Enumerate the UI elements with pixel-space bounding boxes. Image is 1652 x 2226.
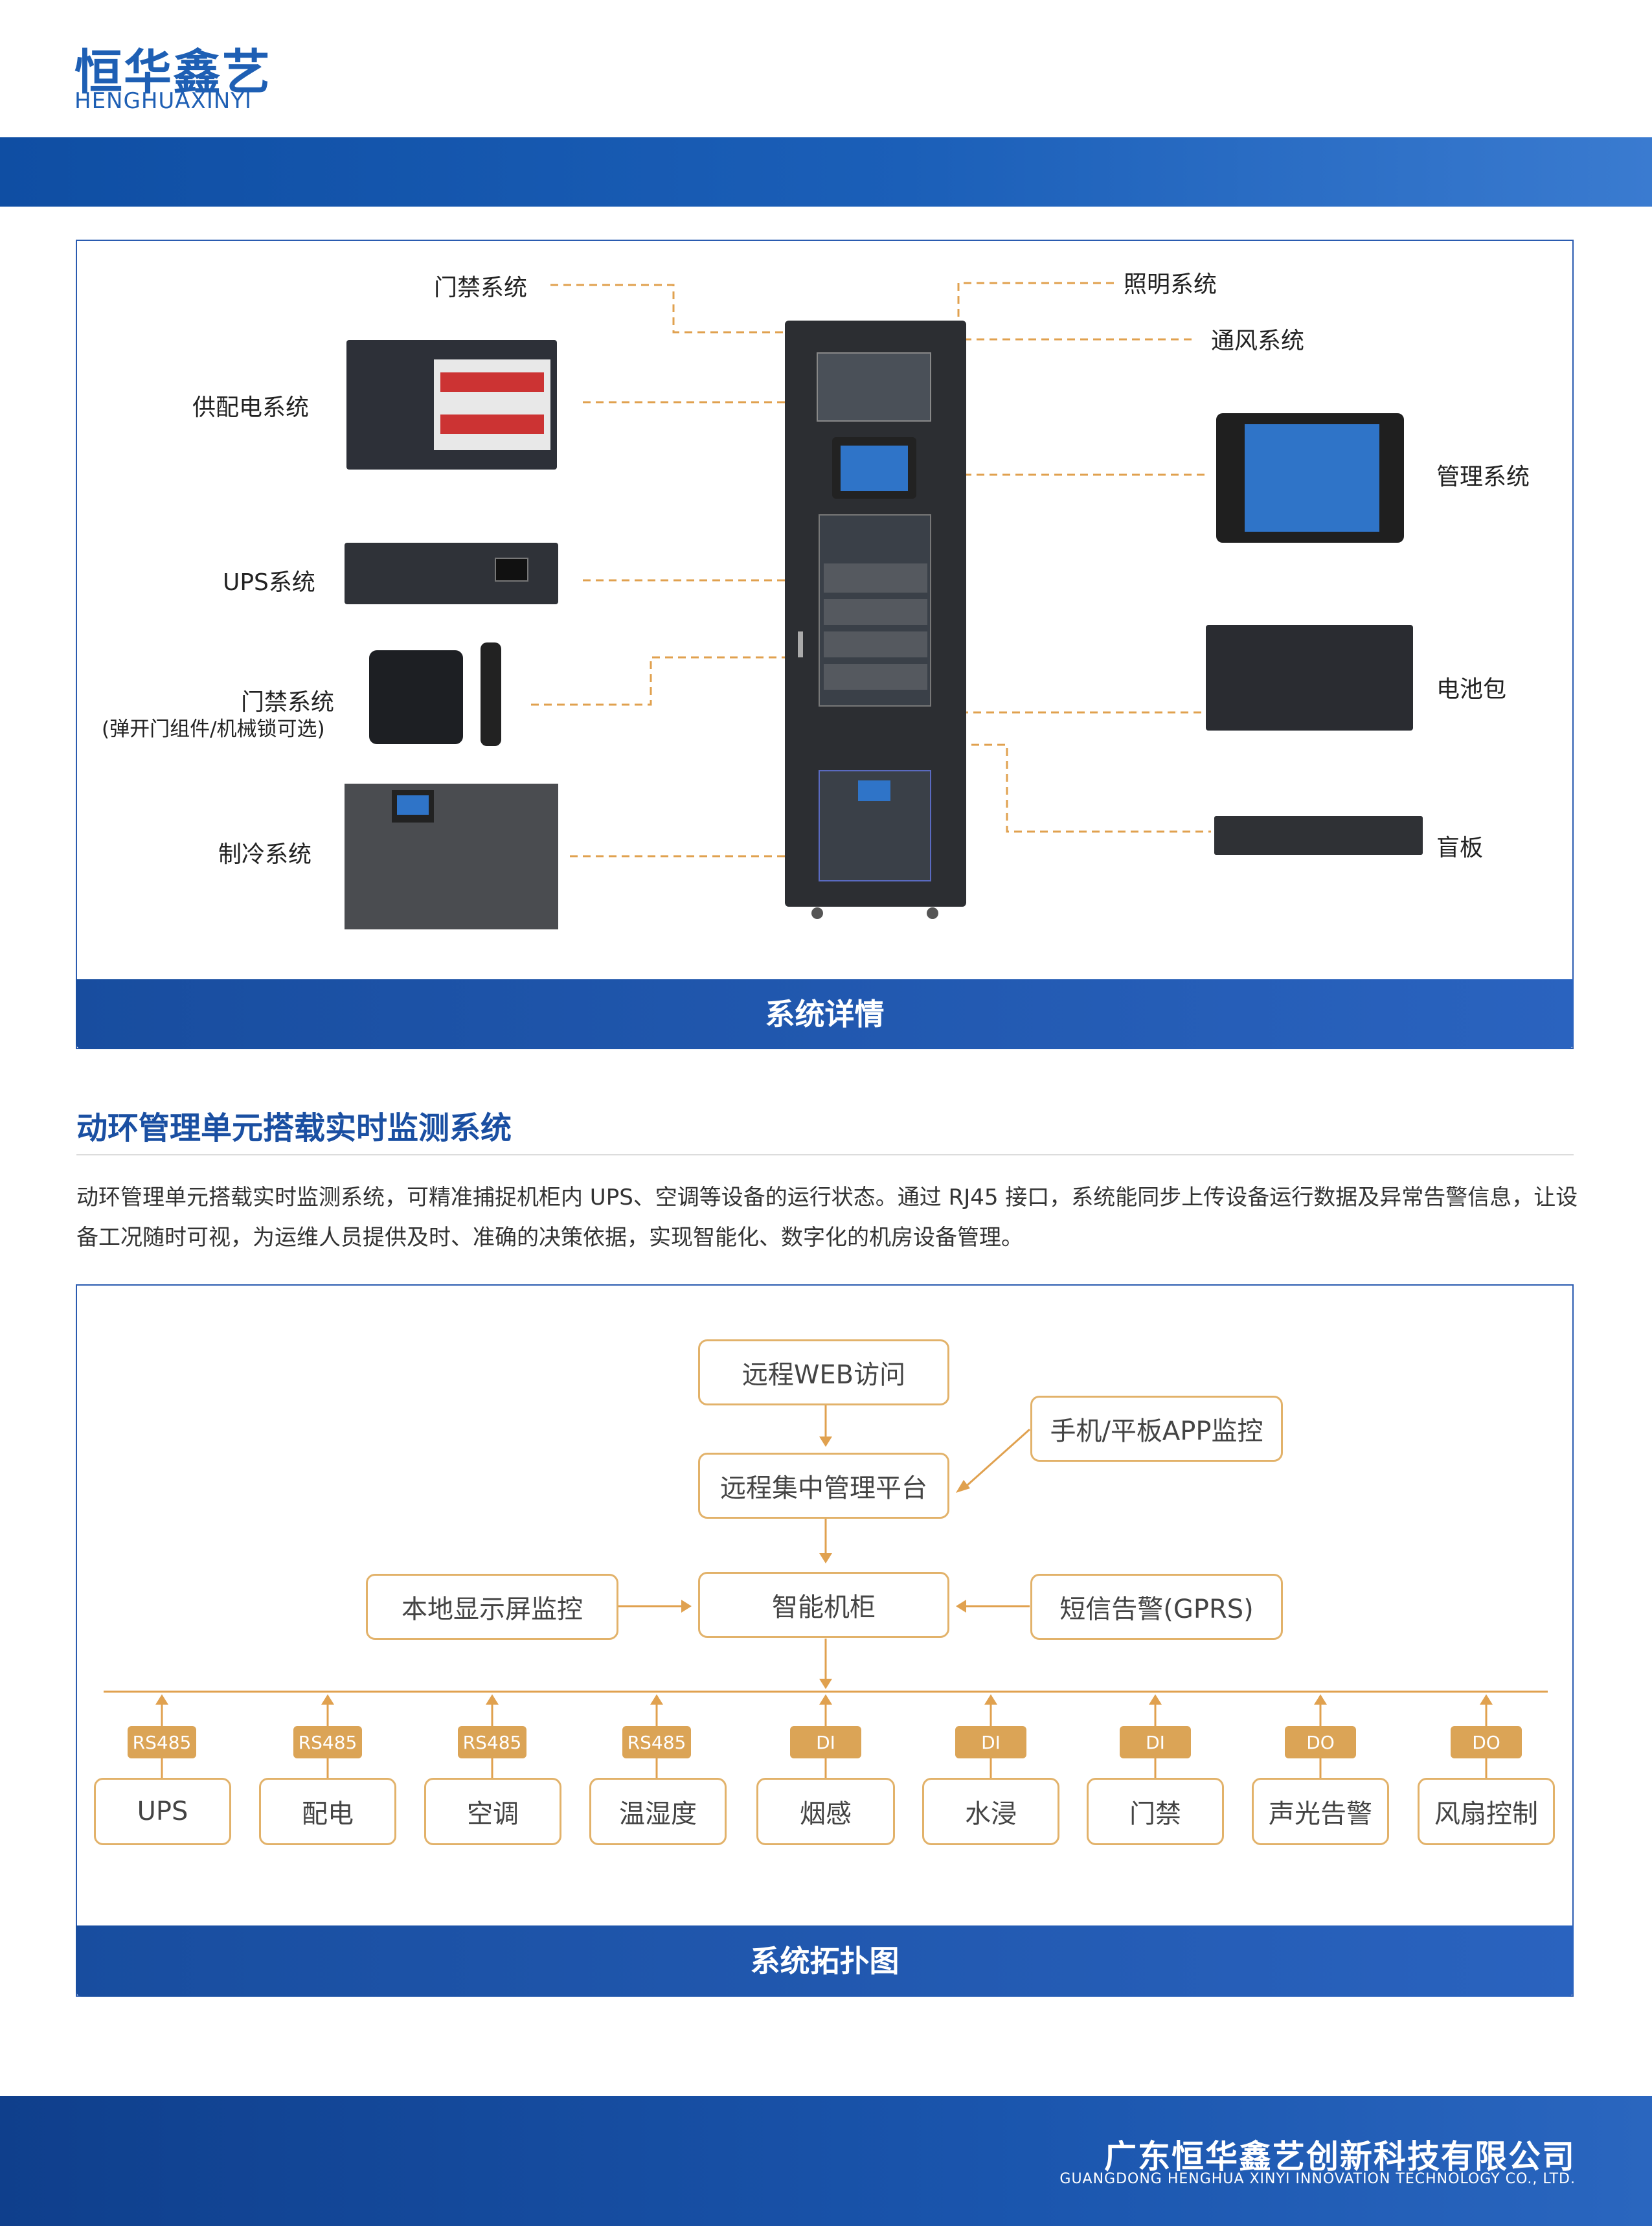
device-node: 水浸 [922, 1778, 1059, 1845]
label-blank-panel: 盲板 [1436, 835, 1484, 861]
port-tag: DO [1285, 1726, 1356, 1758]
system-detail-caption: 系统详情 [76, 979, 1574, 1049]
port-tag: RS485 [622, 1726, 691, 1758]
section-divider [76, 1154, 1574, 1155]
port-tag: RS485 [293, 1726, 362, 1758]
ups-image [345, 543, 558, 604]
access-control-image [369, 642, 501, 746]
label-power: 供配电系统 [192, 394, 310, 421]
section-title: 动环管理单元搭载实时监测系统 [76, 1110, 512, 1146]
section-body: 动环管理单元搭载实时监测系统，可精准捕捉机柜内 UPS、空调等设备的运行状态。通… [76, 1185, 1578, 1251]
device-node: 空调 [424, 1778, 561, 1845]
node-remote-web: 远程WEB访问 [698, 1339, 949, 1405]
management-screen-image [1216, 413, 1404, 543]
logo-cn: 恒华鑫艺 [74, 45, 271, 100]
label-lighting: 照明系统 [1124, 271, 1217, 298]
device-node: 配电 [259, 1778, 396, 1845]
label-ups: UPS系统 [223, 569, 315, 596]
device-node: 声光告警 [1252, 1778, 1389, 1845]
label-access: 门禁系统 [241, 689, 335, 716]
node-local-display: 本地显示屏监控 [366, 1574, 618, 1640]
system-detail-diagram [345, 282, 1423, 929]
label-cooling: 制冷系统 [218, 841, 312, 868]
device-node: 温湿度 [589, 1778, 727, 1845]
footer-bar [0, 2096, 1652, 2226]
port-tag: DI [955, 1726, 1026, 1758]
footer-company-en: GUANGDONG HENGHUA XINYI INNOVATION TECHN… [1059, 2171, 1576, 2187]
blank-panel-image [1214, 816, 1423, 855]
logo-en: HENGHUAXINYI [74, 88, 253, 114]
node-platform: 远程集中管理平台 [698, 1453, 949, 1519]
label-access-note: (弹开门组件/机械锁可选) [102, 718, 325, 741]
device-node: UPS [94, 1778, 231, 1845]
port-tag: RS485 [128, 1726, 196, 1758]
node-app: 手机/平板APP监控 [1030, 1396, 1283, 1462]
port-tag: RS485 [458, 1726, 526, 1758]
device-node: 门禁 [1087, 1778, 1224, 1845]
label-battery: 电池包 [1436, 676, 1507, 703]
port-tag: DI [1120, 1726, 1191, 1758]
battery-pack-image [1206, 625, 1413, 731]
node-cabinet: 智能机柜 [698, 1572, 949, 1638]
footer-company-cn: 广东恒华鑫艺创新科技有限公司 [1104, 2138, 1576, 2175]
cooling-unit-image [345, 784, 558, 929]
node-sms: 短信告警(GPRS) [1030, 1574, 1283, 1640]
smart-cabinet-image [785, 321, 966, 919]
port-tag: DI [790, 1726, 861, 1758]
label-ventilation: 通风系统 [1211, 328, 1305, 354]
device-node: 烟感 [756, 1778, 895, 1845]
port-tag: DO [1451, 1726, 1522, 1758]
label-management: 管理系统 [1436, 464, 1530, 490]
device-node: 风扇控制 [1418, 1778, 1555, 1845]
label-access-top: 门禁系统 [434, 275, 528, 301]
power-distribution-image [346, 340, 557, 470]
topology-caption: 系统拓扑图 [76, 1925, 1574, 1997]
header-banner [0, 137, 1652, 207]
